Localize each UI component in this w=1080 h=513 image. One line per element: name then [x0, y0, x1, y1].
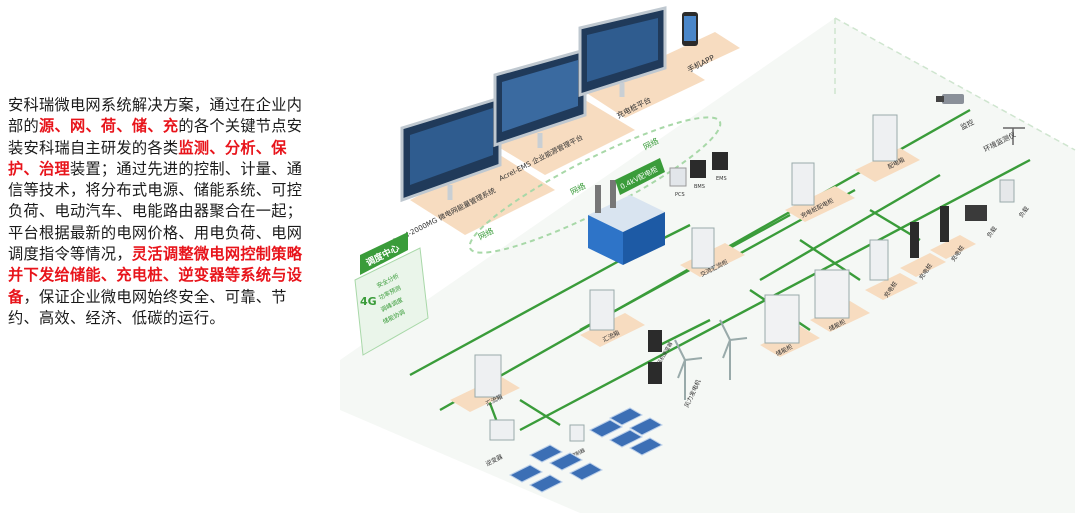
controller-device [569, 424, 585, 442]
description-segment: 的各个关键节点安装安科瑞自主研发的各类 [8, 117, 303, 157]
highlight-text: 源、网、荷、储、充 [38, 117, 179, 136]
bms-device [690, 160, 706, 178]
ems-device [712, 152, 728, 170]
highlight-text: 灵活调整微电网控制策略并下发给储能、充电桩、逆变器等系统与设备 [8, 245, 303, 306]
monitor-2-screen [493, 48, 587, 148]
ac-combiner-cabinet [680, 227, 745, 277]
storage-cabinet-2 [810, 269, 870, 332]
load-2-device [999, 179, 1015, 203]
wind-turbine-icon [674, 319, 748, 400]
microgrid-diagram: Acrel-2000MG 微电网能量管理系统 Acrel-EMS 企业能源管理平… [330, 0, 1080, 513]
monitor-3-screen [578, 6, 667, 98]
storage-cabinet-1 [760, 294, 820, 357]
load-1-device [965, 205, 987, 221]
charger-1-device [865, 239, 918, 300]
pv-combiner-2 [450, 354, 520, 412]
pcs-label: PCS [675, 192, 685, 198]
platform-pads [410, 32, 740, 235]
charger-3-device [930, 206, 976, 259]
charger-2-device [900, 222, 946, 277]
solar-array-1 [508, 444, 604, 493]
description-segment: ，保证企业微电网始终安全、可靠、节约、高效、经济、低碳的运行。 [8, 287, 287, 327]
solar-array-2 [588, 407, 664, 456]
inverter-device [489, 419, 515, 441]
pv-combiner-1 [580, 289, 645, 347]
description-segment: 安科瑞微电网系统解决方案，通过在企业内部的 [8, 96, 303, 136]
monitor-1-screen [400, 95, 502, 203]
pcs-device [669, 167, 687, 187]
ac-bus-tag [615, 158, 665, 195]
bms-label: BMS [694, 184, 705, 190]
dispatch-center [354, 232, 429, 356]
distribution-cabinet [855, 114, 920, 182]
highlight-text: 监测、分析、保护、治理 [8, 138, 287, 178]
ac-bus-cabinet [588, 180, 665, 265]
camera-icon [936, 94, 964, 104]
dispatch-network: 4G [360, 295, 377, 308]
phone-icon [682, 12, 698, 46]
description-text: 安科瑞微电网系统解决方案，通过在企业内部的源、网、荷、储、充的各个关键节点安装安… [8, 95, 313, 329]
ems-label: EMS [716, 176, 727, 182]
wind-inverter-device [648, 330, 662, 384]
ev-cabinet [785, 162, 855, 222]
env-monitor-icon [1003, 127, 1025, 145]
link-label-2: 网络 [476, 226, 495, 242]
description-segment: 装置；通过先进的控制、计量、通信等技术，将分布式电源、储能系统、可控负荷、电动汽… [8, 159, 303, 264]
